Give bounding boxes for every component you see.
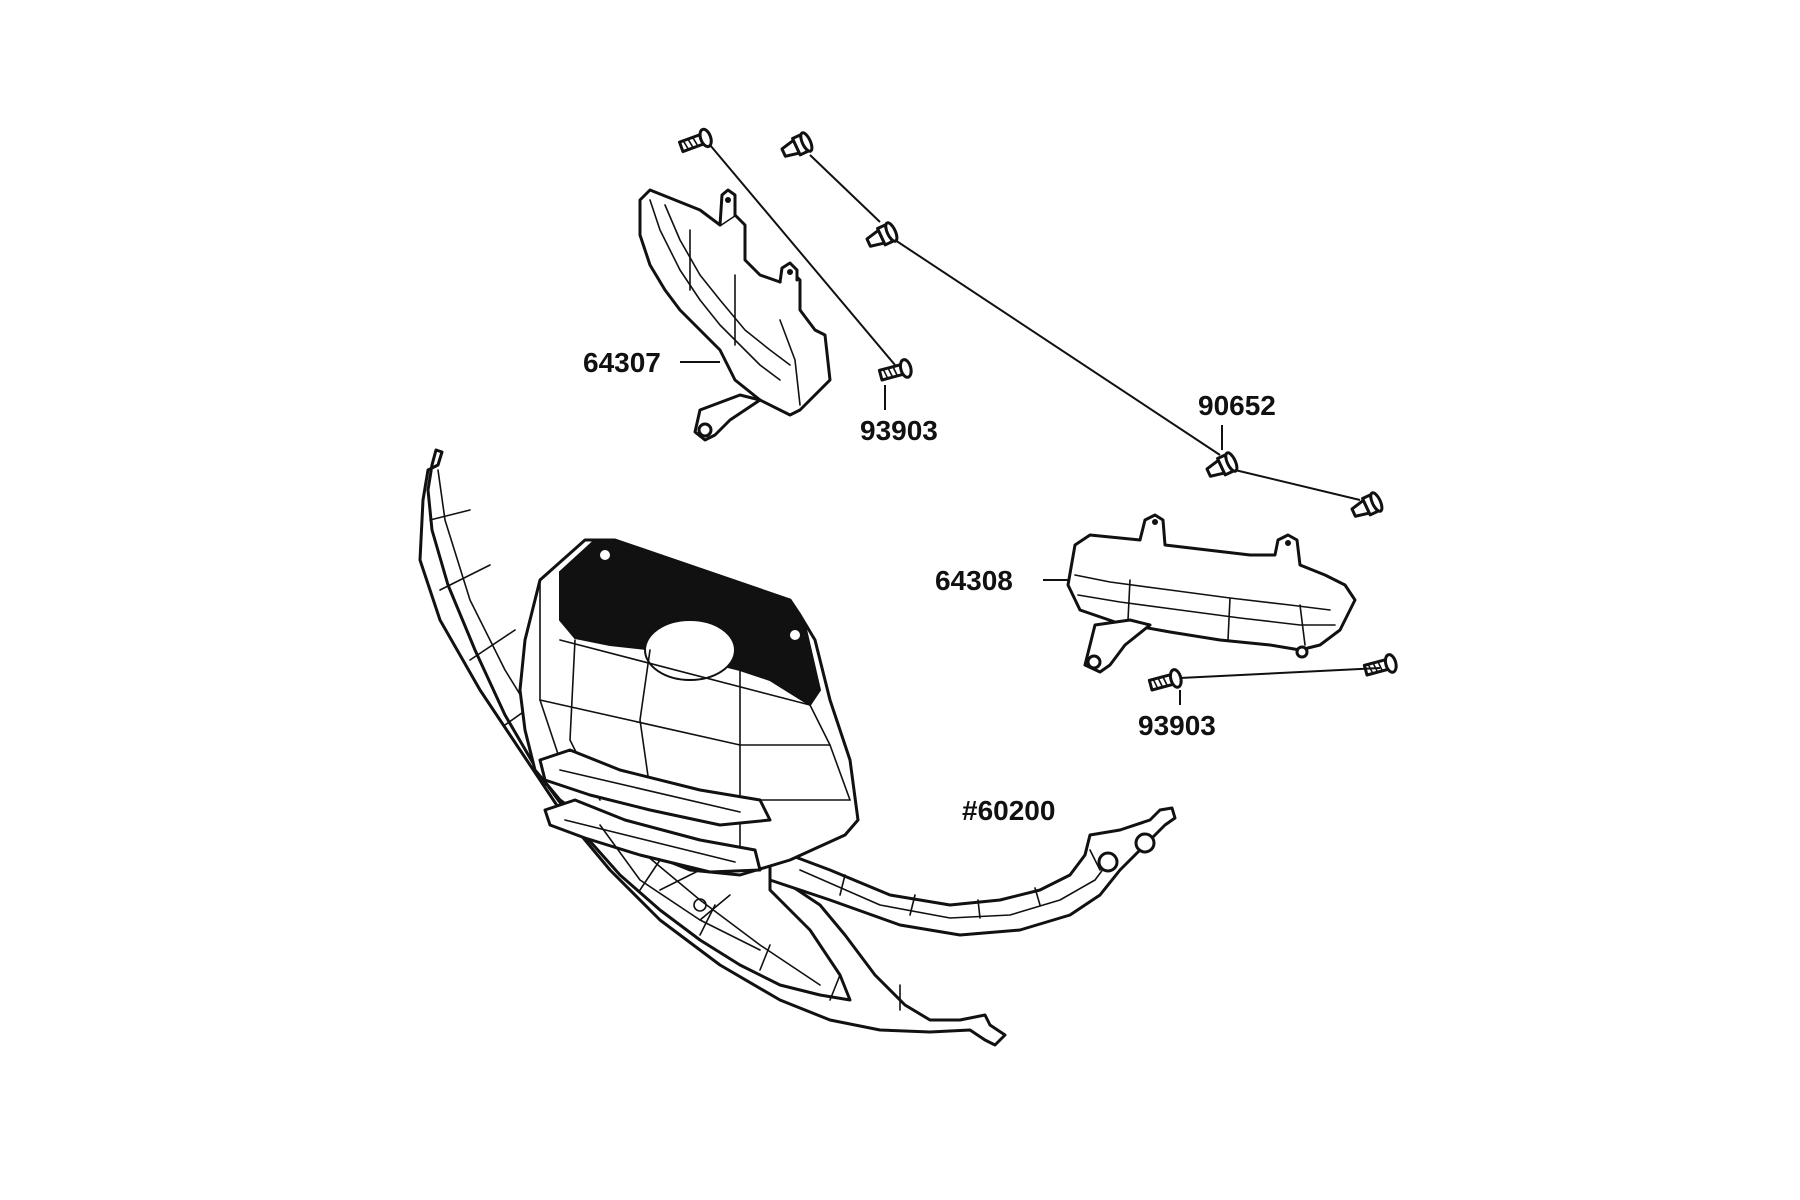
left-lamp-drawing xyxy=(638,188,832,442)
label-64308: 64308 xyxy=(935,565,1013,596)
label-93903-right: 93903 xyxy=(1138,710,1216,741)
front-cover-drawing xyxy=(418,448,1177,1047)
fasteners-drawing xyxy=(677,127,1398,692)
label-93903-left: 93903 xyxy=(860,415,938,446)
label-90652: 90652 xyxy=(1198,390,1276,421)
label-60200: #60200 xyxy=(962,795,1055,826)
label-64307: 64307 xyxy=(583,347,661,378)
labels: 64307 93903 90652 64308 93903 #60200 xyxy=(583,347,1276,826)
right-lamp-drawing xyxy=(1066,513,1357,674)
